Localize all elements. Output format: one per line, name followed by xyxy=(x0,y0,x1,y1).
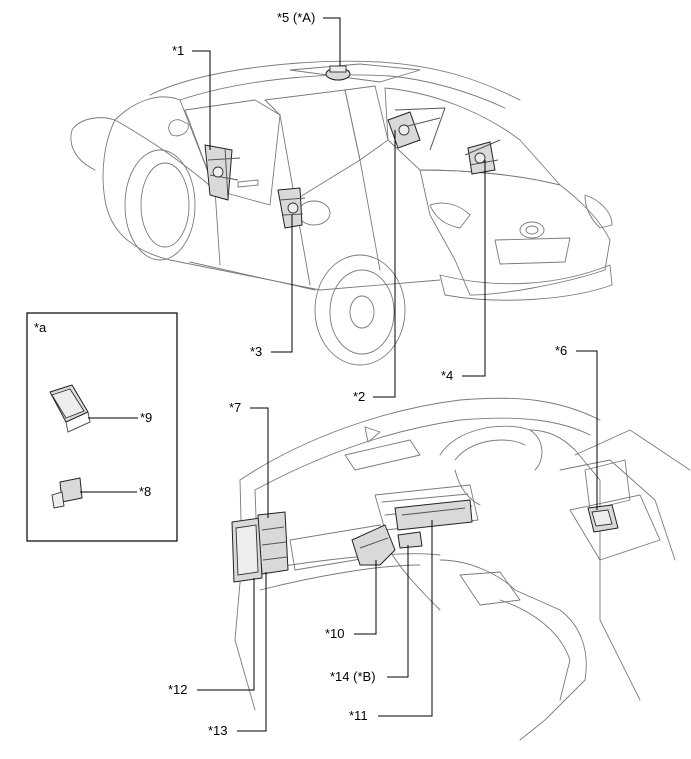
instrument-panel-illustration xyxy=(234,397,691,741)
air-conditioning-amplifier-assembly xyxy=(351,524,396,566)
multiplex-network-master-switch xyxy=(587,504,619,533)
window-regulator-front-left xyxy=(204,144,241,201)
main-body-ecu-cowl-side-junction-block xyxy=(231,511,289,583)
callout-11: *11 xyxy=(349,708,368,723)
radio-and-display-receiver xyxy=(394,499,473,531)
callout-4: *4 xyxy=(441,368,453,383)
callout-9: *9 xyxy=(140,410,152,425)
ecu-bracket-part xyxy=(51,477,83,509)
sliding-roof-drive-gear xyxy=(325,65,351,81)
window-regulator-rear-right xyxy=(464,139,501,175)
callout-3: *3 xyxy=(250,344,262,359)
callout-12: *12 xyxy=(168,682,188,697)
window-regulator-rear-left xyxy=(277,187,306,229)
callout-10: *10 xyxy=(325,626,345,641)
callout-13: *13 xyxy=(208,723,228,738)
callout-labels: *1 *5 (*A) *2 *3 *4 *6 *7 *9 *8 *10 *14 … xyxy=(139,10,567,738)
callout-7: *7 xyxy=(229,400,241,415)
vehicle-body-illustration xyxy=(70,60,613,366)
leader-lines xyxy=(80,17,598,732)
callout-1: *1 xyxy=(172,43,184,58)
window-regulator-front-right xyxy=(387,107,446,151)
inset-panel: *a xyxy=(26,312,178,542)
center-stack-switch-assembly xyxy=(397,531,423,549)
callout-14: *14 (*B) xyxy=(330,669,376,684)
inset-label: *a xyxy=(34,320,47,335)
certification-ecu-part xyxy=(49,384,91,433)
callout-6: *6 xyxy=(555,343,567,358)
callout-2: *2 xyxy=(353,389,365,404)
callout-5: *5 (*A) xyxy=(277,10,315,25)
callout-8: *8 xyxy=(139,484,151,499)
